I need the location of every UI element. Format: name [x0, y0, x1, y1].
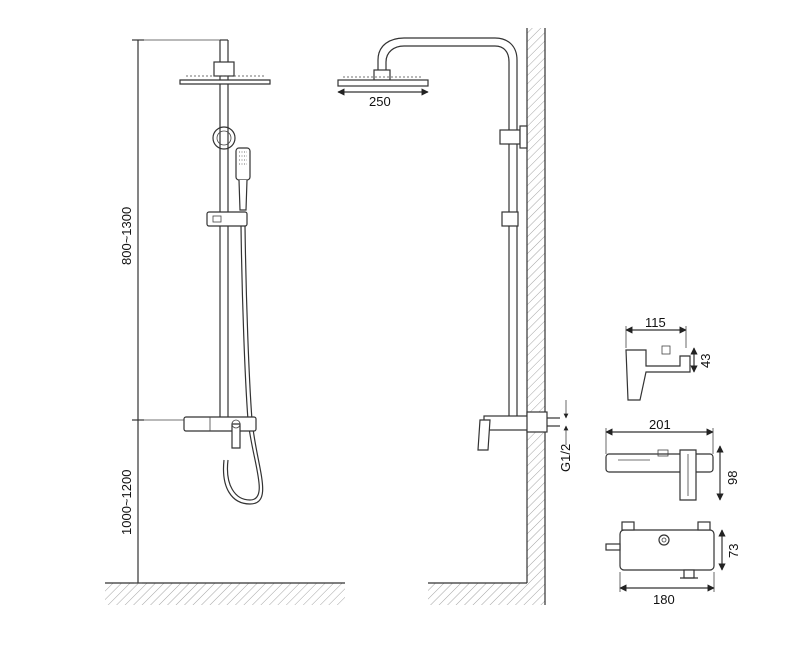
handle-width-label: 115 [645, 315, 666, 330]
mixer-back-detail [605, 521, 726, 592]
mixer-height-label: 1000~1200 [119, 470, 134, 535]
shower-hose [222, 225, 264, 505]
side-riser-arm [377, 37, 518, 420]
side-mixer [477, 411, 560, 451]
front-mixer [183, 416, 257, 449]
front-shower-head [179, 61, 271, 85]
mixer-length-label: 201 [649, 417, 671, 432]
front-floor [105, 582, 345, 605]
inlet-thread-label: G1/2 [558, 444, 573, 472]
front-view: 800~1300 1000~1200 [105, 39, 345, 605]
side-slide-holder [501, 211, 519, 227]
side-wall-bracket [499, 125, 528, 149]
riser-height-label: 800~1300 [119, 207, 134, 265]
side-view: 250 G1/2 [337, 28, 573, 605]
mixer-front-detail [605, 428, 724, 501]
handle-height-label: 43 [698, 354, 713, 368]
side-shower-head [337, 69, 429, 87]
head-diameter-label: 250 [369, 94, 391, 109]
front-wall-bracket [212, 126, 236, 150]
slide-holder [206, 211, 248, 227]
front-riser-pipe [219, 39, 229, 420]
mixer-height-label-detail: 98 [725, 471, 740, 485]
front-height-dimensions [132, 39, 220, 584]
hand-shower [235, 147, 251, 211]
mixer-back-height-label: 73 [726, 544, 741, 558]
handle-detail [625, 326, 698, 401]
mixer-back-length-label: 180 [653, 592, 675, 607]
side-wall [428, 28, 546, 605]
